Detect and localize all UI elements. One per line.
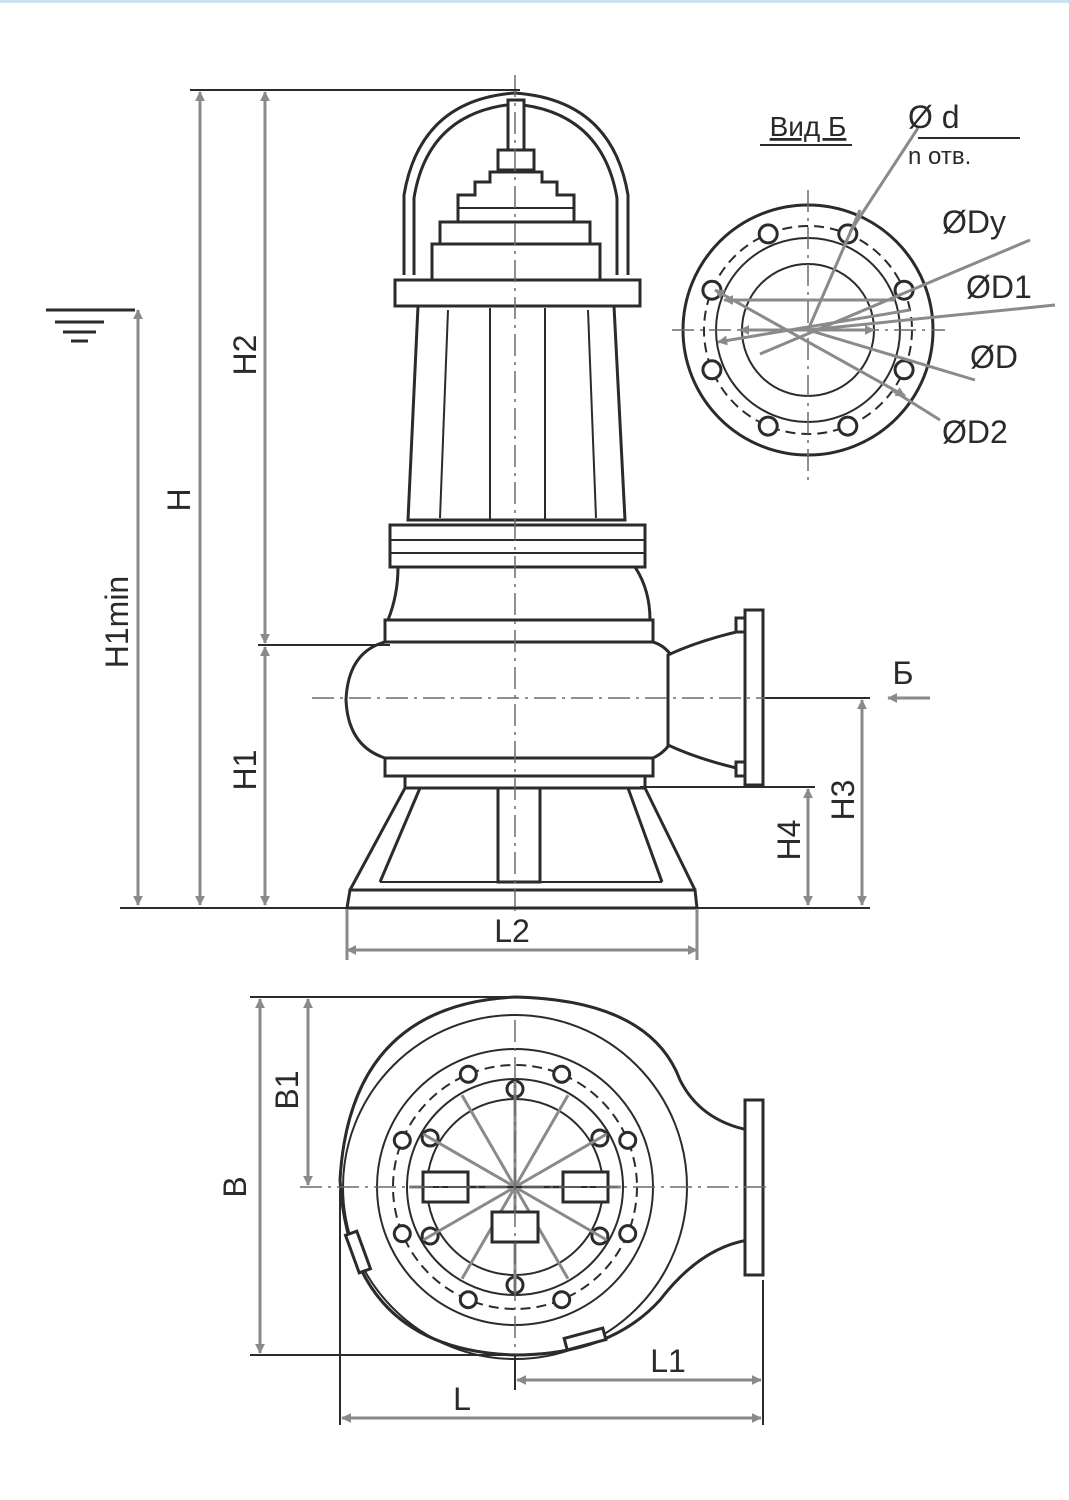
flange-bolt-hole	[701, 359, 723, 381]
top-bolt	[552, 1290, 572, 1310]
label-L: L	[453, 1381, 471, 1417]
flange-bolt-hole	[757, 415, 779, 437]
label-H: H	[161, 488, 197, 511]
label-D2: ØD2	[942, 414, 1008, 450]
top-bolt	[458, 1064, 478, 1084]
top-spoke	[460, 1186, 517, 1280]
top-spoke	[514, 1185, 608, 1242]
label-H1min: H1min	[99, 576, 135, 668]
label-holes: n отв.	[908, 143, 971, 170]
label-d: Ø d	[908, 99, 960, 135]
side-dimension-lines	[133, 91, 930, 960]
pump-top-view	[250, 995, 770, 1425]
label-view-marker: Б	[893, 655, 914, 691]
flange-view	[672, 127, 1056, 480]
top-spoke	[514, 1132, 608, 1189]
top-spoke	[513, 1186, 570, 1280]
label-D1: ØD1	[966, 269, 1032, 305]
flange-bolt-hole	[893, 359, 915, 381]
top-bolt	[392, 1224, 412, 1244]
water-level-icon	[46, 308, 135, 343]
label-H3: H3	[825, 780, 861, 821]
top-spoke	[422, 1185, 516, 1242]
top-bolt	[458, 1290, 478, 1310]
top-spoke	[422, 1132, 516, 1189]
label-B: B	[217, 1176, 253, 1197]
top-dimension-lines	[255, 998, 762, 1423]
pump-side-view	[120, 75, 870, 915]
top-spoke	[513, 1094, 570, 1188]
flange-bolt-hole	[837, 415, 859, 437]
label-H1: H1	[227, 750, 263, 791]
label-D: ØD	[970, 339, 1018, 375]
top-bolt	[552, 1064, 572, 1084]
label-L2: L2	[494, 913, 530, 949]
label-L1: L1	[650, 1343, 686, 1379]
top-spoke	[460, 1094, 517, 1188]
top-border	[0, 0, 1069, 3]
label-H2: H2	[227, 335, 263, 376]
label-B1: B1	[269, 1070, 305, 1109]
top-bolt	[392, 1130, 412, 1150]
flange-diameter-leaders	[714, 127, 1056, 422]
top-bolt	[618, 1130, 638, 1150]
view-title: Вид Б	[770, 111, 847, 142]
label-Dy: ØDy	[942, 204, 1006, 240]
flange-bolt-hole	[757, 223, 779, 245]
label-H4: H4	[771, 820, 807, 861]
top-bolt	[618, 1224, 638, 1244]
